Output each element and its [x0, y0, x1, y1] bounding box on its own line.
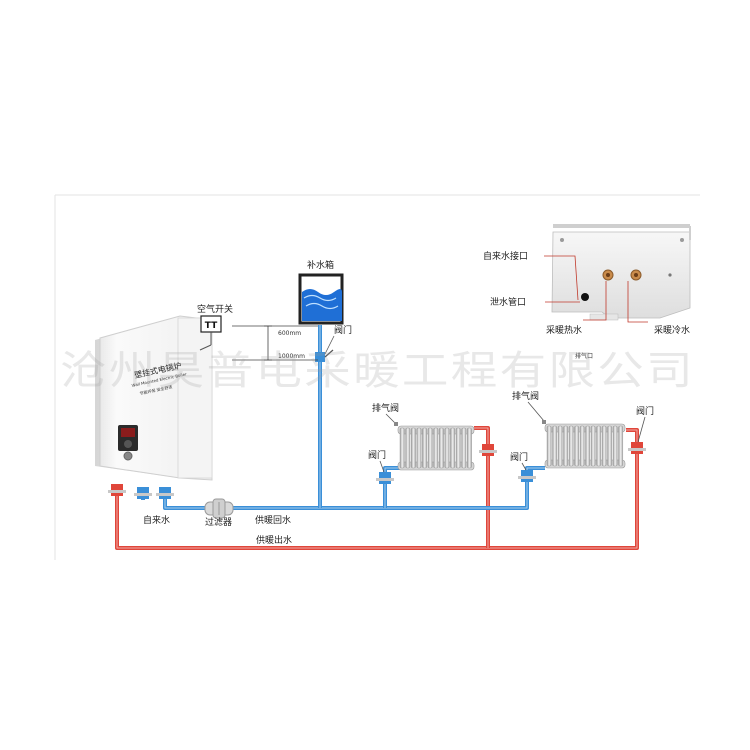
makeup-water-tank — [298, 273, 344, 325]
radiator-fin — [590, 425, 596, 467]
return-water-label: 供暖回水 — [255, 514, 291, 526]
radiator-fin — [601, 425, 607, 467]
radiator-fin — [461, 427, 467, 469]
valve-rad1-label: 阀门 — [368, 449, 386, 461]
valve-rad1-leader — [379, 460, 385, 473]
valve-top-label: 阀门 — [334, 324, 352, 336]
valve-radiator-1-return — [376, 472, 394, 484]
radiator-fin — [399, 427, 405, 469]
air-switch — [199, 315, 222, 351]
valve-radiator-2-supply — [628, 442, 646, 454]
company-watermark: 沧州昊普电采暖工程有限公司 — [60, 348, 695, 394]
air-switch-glyph: TT — [205, 321, 218, 331]
radiator-fin — [433, 427, 439, 469]
dimension-600: 600mm — [278, 330, 301, 337]
radiator-fin — [579, 425, 585, 467]
makeup-tank-label: 补水箱 — [307, 259, 334, 271]
heating-cold-label: 采暖冷水 — [654, 324, 690, 336]
exhaust-valve-2-label: 排气阀 — [512, 390, 539, 402]
valve-radiator-2-return — [518, 470, 536, 482]
valve-right-leader — [637, 416, 646, 443]
supply-water-label: 供暖出水 — [256, 534, 292, 546]
radiator-1 — [397, 425, 475, 471]
exhaust-valve-1 — [394, 422, 398, 426]
radiator-2 — [544, 423, 626, 469]
boiler-bottom-inset — [551, 224, 691, 321]
radiator-fin — [568, 425, 574, 467]
exhaust-valve-2 — [542, 420, 546, 424]
radiator-fin — [563, 425, 569, 467]
air-switch-label: 空气开关 — [197, 303, 233, 315]
radiator-fin — [618, 425, 624, 467]
radiator-fin — [585, 425, 591, 467]
tap-inlet-label: 自来水接口 — [483, 250, 528, 262]
radiator-fin — [557, 425, 563, 467]
valve-return-inlet — [156, 487, 174, 499]
exhaust-valve-1-label: 排气阀 — [372, 402, 399, 414]
valve-supply-outlet — [108, 484, 126, 496]
radiator-fin — [450, 427, 455, 469]
valve-top-leader — [324, 335, 335, 355]
exhaust-port-label: 排气口 — [575, 352, 593, 360]
dimension-lines — [232, 325, 318, 361]
electric-boiler — [95, 315, 213, 481]
radiator-fin — [411, 427, 416, 469]
valve-rad2-leader — [521, 462, 527, 471]
dimension-1000: 1000mm — [278, 353, 305, 360]
valve-radiator-1-supply — [479, 444, 497, 456]
filter-label: 过滤器 — [205, 516, 232, 528]
radiator-fin — [552, 425, 558, 467]
tap-water-label: 自来水 — [143, 514, 170, 526]
radiator-fin — [416, 427, 422, 469]
heating-hot-label: 采暖热水 — [546, 324, 582, 336]
inset-leaders — [544, 255, 648, 323]
exhaust-valve-2-leader — [527, 401, 545, 422]
radiator-fin — [405, 427, 411, 469]
valve-rad2-label: 阀门 — [510, 451, 528, 463]
valve-top-pipe — [315, 349, 334, 362]
radiator-fin — [427, 427, 433, 469]
radiator-fin — [596, 425, 602, 467]
radiator-fin — [455, 427, 461, 469]
radiator-fin — [546, 425, 552, 467]
radiator-fin — [574, 425, 580, 467]
valve-right-label: 阀门 — [636, 405, 654, 417]
radiator-fin — [444, 427, 450, 469]
valve-tap-inlet — [134, 487, 152, 499]
radiator-fin — [607, 425, 613, 467]
radiator-fin — [612, 425, 618, 467]
radiator-fin — [439, 427, 444, 469]
filter-component — [204, 498, 234, 519]
radiator-fin — [467, 427, 472, 469]
radiator-fin — [422, 427, 427, 469]
drain-outlet-label: 泄水管口 — [490, 296, 526, 308]
